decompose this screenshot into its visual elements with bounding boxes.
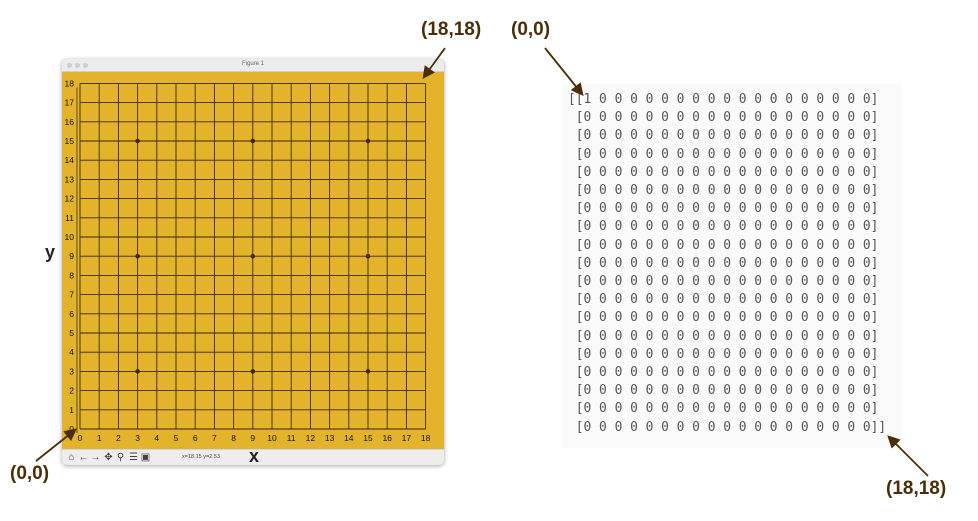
matrix-row: [0 0 0 0 0 0 0 0 0 0 0 0 0 0 0 0 0 0 0] xyxy=(568,292,879,308)
y-tick-label: 8 xyxy=(69,270,74,280)
x-tick-label: 16 xyxy=(382,433,392,443)
y-tick-label: 4 xyxy=(69,347,74,357)
matrix-row: [0 0 0 0 0 0 0 0 0 0 0 0 0 0 0 0 0 0 0] xyxy=(568,201,879,217)
x-tick-label: 12 xyxy=(306,433,316,443)
y-tick-label: 6 xyxy=(69,309,74,319)
x-tick-label: 10 xyxy=(267,433,277,443)
minimize-window-button[interactable] xyxy=(75,63,80,68)
forward-arrow-icon[interactable]: → xyxy=(90,452,101,463)
x-tick-label: 5 xyxy=(174,433,179,443)
matrix-printout: [[1 0 0 0 0 0 0 0 0 0 0 0 0 0 0 0 0 0 0]… xyxy=(562,84,902,448)
star-point xyxy=(365,253,371,259)
pan-icon[interactable]: ✥ xyxy=(104,452,113,463)
star-point xyxy=(250,253,256,259)
matrix-row: [0 0 0 0 0 0 0 0 0 0 0 0 0 0 0 0 0 0 0] xyxy=(568,274,879,289)
cursor-coordinates: x=18.15 y=2.53 xyxy=(182,454,220,460)
window-title: Figure 1 xyxy=(241,61,264,67)
x-tick-label: 6 xyxy=(193,433,198,443)
x-tick-label: 3 xyxy=(135,433,140,443)
y-axis-label: y xyxy=(45,242,56,262)
x-tick-label: 11 xyxy=(287,433,296,443)
y-tick-label: 9 xyxy=(69,251,74,261)
star-point xyxy=(365,369,371,374)
x-tick-label: 14 xyxy=(344,433,354,443)
matrix-row: [0 0 0 0 0 0 0 0 0 0 0 0 0 0 0 0 0 0 0] xyxy=(568,365,879,380)
matrix-row: [0 0 0 0 0 0 0 0 0 0 0 0 0 0 0 0 0 0 0] xyxy=(568,383,879,399)
matrix-row: [0 0 0 0 0 0 0 0 0 0 0 0 0 0 0 0 0 0 0] xyxy=(568,164,879,180)
y-tick-label: 2 xyxy=(69,386,74,396)
y-tick-label: 3 xyxy=(69,366,74,376)
label-matrix-bottom-right: (18,18) xyxy=(886,478,947,499)
label-board-top-right: (18,18) xyxy=(421,19,482,40)
label-matrix-top-left: (0,0) xyxy=(511,19,551,40)
x-tick-label: 2 xyxy=(116,433,121,443)
y-tick-label: 15 xyxy=(65,136,75,146)
matrix-row: [0 0 0 0 0 0 0 0 0 0 0 0 0 0 0 0 0 0 0] xyxy=(568,255,879,271)
star-point xyxy=(135,253,140,259)
matrix-row: [0 0 0 0 0 0 0 0 0 0 0 0 0 0 0 0 0 0 0] xyxy=(568,346,879,362)
x-tick-label: 17 xyxy=(402,433,412,443)
x-tick-label: 18 xyxy=(421,433,431,443)
title-bar: Figure 1 xyxy=(62,59,444,72)
label-board-origin: (0,0) xyxy=(10,463,50,484)
matrix-row: [0 0 0 0 0 0 0 0 0 0 0 0 0 0 0 0 0 0 0] xyxy=(568,183,879,198)
y-tick-label: 5 xyxy=(69,328,74,338)
y-tick-label: 13 xyxy=(65,174,75,184)
x-tick-label: 7 xyxy=(212,433,217,443)
x-tick-label: 9 xyxy=(250,433,255,443)
zoom-icon[interactable]: ⚲ xyxy=(116,452,125,463)
y-tick-label: 12 xyxy=(65,194,75,204)
toolbar: ⌂ ← → ✥ ⚲ ☰ ▣ x=18.15 y=2.53 xyxy=(62,449,444,465)
y-tick-label: 14 xyxy=(65,155,75,165)
x-tick-label: 8 xyxy=(231,433,236,443)
matrix-row: [0 0 0 0 0 0 0 0 0 0 0 0 0 0 0 0 0 0 0] xyxy=(568,401,879,417)
x-tick-label: 13 xyxy=(325,433,335,443)
x-tick-label: 1 xyxy=(97,433,102,443)
x-axis-label: x xyxy=(249,446,260,466)
y-tick-label: 7 xyxy=(69,290,74,300)
star-point xyxy=(135,138,140,144)
matrix-row: [0 0 0 0 0 0 0 0 0 0 0 0 0 0 0 0 0 0 0] xyxy=(568,219,879,235)
configure-subplots-icon[interactable]: ☰ xyxy=(129,452,138,463)
x-tick-label: 15 xyxy=(363,433,373,443)
home-icon[interactable]: ⌂ xyxy=(68,452,75,463)
y-tick-label: 18 xyxy=(65,78,75,88)
matrix-row: [0 0 0 0 0 0 0 0 0 0 0 0 0 0 0 0 0 0 0]] xyxy=(568,419,887,435)
star-point xyxy=(135,369,140,374)
matrix-row: [0 0 0 0 0 0 0 0 0 0 0 0 0 0 0 0 0 0 0] xyxy=(568,328,879,344)
y-tick-label: 1 xyxy=(69,405,74,415)
x-tick-label: 0 xyxy=(78,433,83,443)
y-tick-label: 10 xyxy=(65,232,75,242)
y-tick-label: 11 xyxy=(65,213,74,223)
x-tick-label: 4 xyxy=(154,433,159,443)
back-arrow-icon[interactable]: ← xyxy=(78,452,89,463)
matrix-row: [[1 0 0 0 0 0 0 0 0 0 0 0 0 0 0 0 0 0 0] xyxy=(568,92,879,107)
y-tick-label: 17 xyxy=(65,98,75,108)
star-point xyxy=(250,138,256,144)
save-icon[interactable]: ▣ xyxy=(140,452,151,463)
close-window-button[interactable] xyxy=(67,63,72,68)
star-point xyxy=(365,138,371,144)
matrix-row: [0 0 0 0 0 0 0 0 0 0 0 0 0 0 0 0 0 0 0] xyxy=(568,146,879,162)
matrix-row: [0 0 0 0 0 0 0 0 0 0 0 0 0 0 0 0 0 0 0] xyxy=(568,128,879,144)
star-point xyxy=(250,369,256,374)
matrix-row: [0 0 0 0 0 0 0 0 0 0 0 0 0 0 0 0 0 0 0] xyxy=(568,237,879,253)
matrix-row: [0 0 0 0 0 0 0 0 0 0 0 0 0 0 0 0 0 0 0] xyxy=(568,310,879,326)
y-tick-label: 0 xyxy=(69,424,74,434)
matrix-row: [0 0 0 0 0 0 0 0 0 0 0 0 0 0 0 0 0 0 0] xyxy=(568,110,879,126)
zoom-window-button[interactable] xyxy=(83,63,88,68)
y-tick-label: 16 xyxy=(65,117,75,127)
